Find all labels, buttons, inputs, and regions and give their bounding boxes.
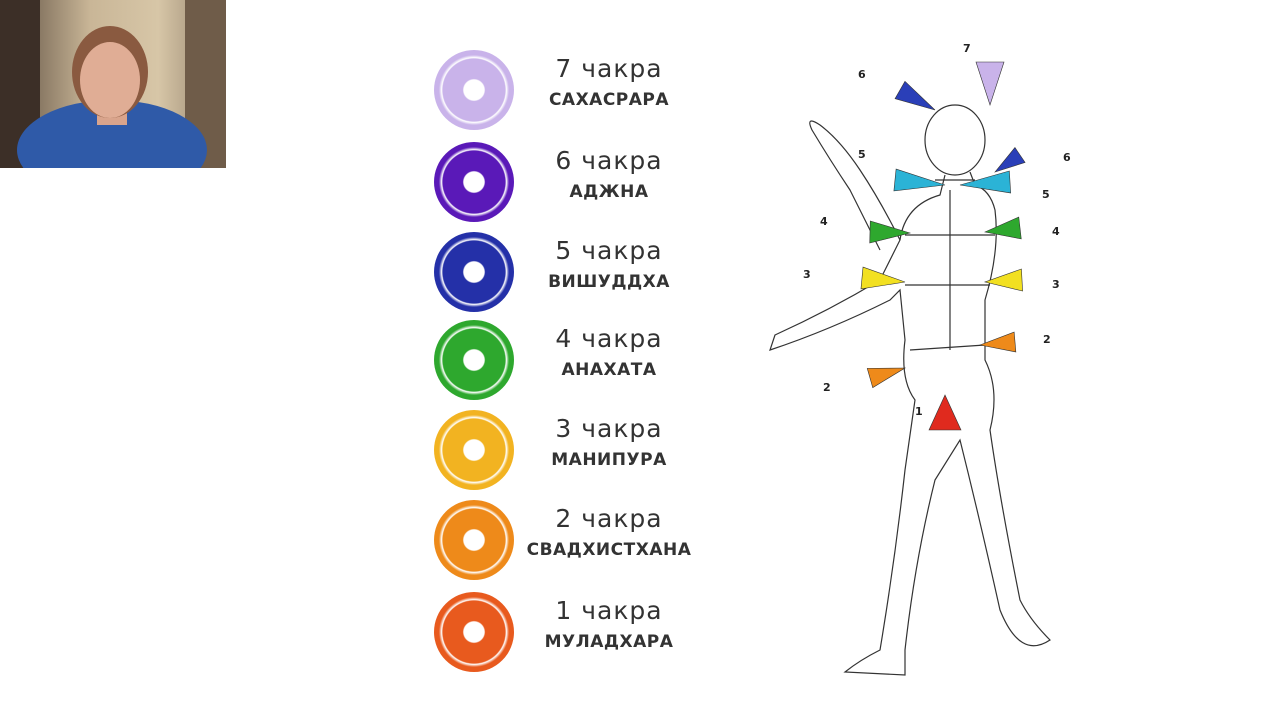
chakra-cone	[978, 331, 1017, 353]
chakra-figure-label: 6	[858, 68, 866, 81]
chakra-cone	[975, 61, 1005, 106]
chakra-name: МАНИПУРА	[551, 450, 667, 470]
chakra-name: МУЛАДХАРА	[544, 632, 674, 652]
chakra-cone	[893, 168, 946, 192]
chakra-item: 5 чакра ВИШУДДХА	[432, 230, 702, 314]
webcam-video	[0, 0, 226, 168]
chakra-cone	[984, 216, 1022, 240]
chakra-figure-label: 3	[803, 268, 811, 281]
chakra-symbol-icon	[434, 142, 514, 222]
chakra-symbol-icon	[434, 592, 514, 672]
chakra-number: 3 чакра	[555, 414, 663, 443]
chakra-figure-label: 7	[963, 42, 971, 55]
chakra-cone	[959, 170, 1011, 194]
chakra-item: 1 чакра МУЛАДХАРА	[432, 590, 702, 674]
chakra-symbol-icon	[434, 232, 514, 312]
chakra-figure-label: 3	[1052, 278, 1060, 291]
chakra-figure-label: 4	[1052, 225, 1060, 238]
chakra-number: 6 чакра	[555, 146, 663, 175]
chakra-name: АНАХАТА	[561, 360, 657, 380]
chakra-cone	[860, 266, 906, 290]
chakra-symbol-icon	[434, 410, 514, 490]
chakra-cone	[994, 147, 1026, 173]
chakra-number: 5 чакра	[555, 236, 663, 265]
chakra-name: САХАСРАРА	[548, 90, 670, 110]
chakra-figure-label: 5	[858, 148, 866, 161]
chakra-figure-label: 2	[823, 381, 831, 394]
chakra-cone	[983, 268, 1023, 292]
chakra-item: 7 чакра САХАСРАРА	[432, 48, 702, 132]
chakra-item: 3 чакра МАНИПУРА	[432, 408, 702, 492]
chakra-number: 7 чакра	[555, 54, 663, 83]
chakra-number: 2 чакра	[555, 504, 663, 533]
chakra-cone	[869, 220, 912, 244]
chakra-number: 4 чакра	[555, 324, 663, 353]
chakra-cone	[894, 80, 936, 111]
human-figure-outline	[769, 104, 1051, 676]
chakra-cone	[866, 367, 907, 389]
chakra-figure-label: 2	[1043, 333, 1051, 346]
chakra-symbol-icon	[434, 50, 514, 130]
chakra-symbol-icon	[434, 320, 514, 400]
chakra-number: 1 чакра	[555, 596, 663, 625]
chakra-item: 6 чакра АДЖНА	[432, 140, 702, 224]
chakra-name: АДЖНА	[569, 182, 649, 202]
chakra-figure-label: 1	[915, 405, 923, 418]
chakra-name: ВИШУДДХА	[548, 272, 670, 292]
chakra-figure-label: 6	[1063, 151, 1071, 164]
chakra-symbol-icon	[434, 500, 514, 580]
presenter-image	[0, 0, 226, 168]
chakra-figure-label: 4	[820, 215, 828, 228]
chakra-figure-label: 5	[1042, 188, 1050, 201]
chakra-body-diagram: 7 6 6 5 5 4 4 3 3 2 2 1	[769, 42, 1071, 676]
chakra-name: СВАДХИСТХАНА	[526, 540, 692, 560]
chakra-cone	[928, 394, 962, 431]
chakra-item: 2 чакра СВАДХИСТХАНА	[432, 498, 702, 582]
chakra-item: 4 чакра АНАХАТА	[432, 318, 702, 402]
